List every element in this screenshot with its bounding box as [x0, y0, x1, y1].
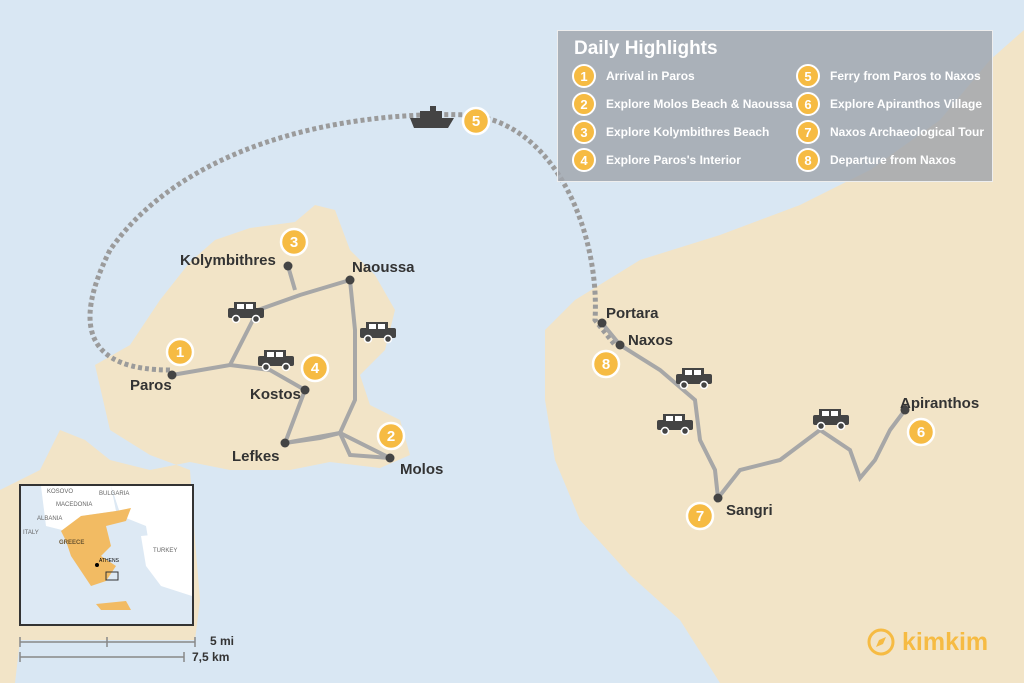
legend-item: 1 Arrival in Paros	[572, 64, 796, 88]
legend-item: 3 Explore Kolymbithres Beach	[572, 120, 796, 144]
place-dot-naxos	[615, 340, 625, 350]
day-marker-number: 1	[176, 344, 184, 361]
day-marker-7[interactable]	[685, 501, 715, 531]
place-dot-paros	[167, 370, 177, 380]
legend-label: Explore Paros's Interior	[606, 153, 741, 167]
place-label-portara: Portara	[606, 305, 659, 322]
daily-highlights-legend: Daily Highlights 1 Arrival in Paros 5 Ferr…	[557, 30, 993, 182]
place-dot-kostos	[300, 385, 310, 395]
place-label-paros: Paros	[130, 377, 172, 394]
place-label-molos: Molos	[400, 461, 443, 478]
legend-label: Explore Apiranthos Village	[830, 97, 983, 111]
legend-marker: 2	[572, 92, 596, 116]
day-marker-number: 5	[472, 113, 480, 130]
inset-label-kosovo: KOSOVO	[47, 489, 74, 495]
day-marker-number: 3	[290, 234, 298, 251]
place-label-lefkes: Lefkes	[232, 448, 280, 465]
legend-marker: 5	[796, 64, 820, 88]
legend-marker: 4	[572, 148, 596, 172]
legend-item: 2 Explore Molos Beach & Naoussa	[572, 92, 796, 116]
legend-marker: 8	[796, 148, 820, 172]
day-marker-3[interactable]	[279, 227, 309, 257]
legend-item: 7 Naxos Archaeological Tour	[796, 120, 996, 144]
jeep-icons	[228, 302, 849, 436]
legend-label: Naxos Archaeological Tour	[830, 125, 985, 139]
legend-item: 4 Explore Paros's Interior	[572, 148, 796, 172]
legend-label: Arrival in Paros	[606, 69, 695, 83]
scale-bar	[19, 637, 196, 662]
place-dot-lefkes	[280, 438, 290, 448]
place-dot-naoussa	[345, 275, 355, 285]
compass-icon	[867, 628, 895, 656]
inset-label-greece: GREECE	[59, 540, 85, 546]
legend-item: 6 Explore Apiranthos Village	[796, 92, 996, 116]
place-label-kolymbithres: Kolymbithres	[180, 252, 276, 269]
place-label-apiranthos: Apiranthos	[900, 395, 979, 412]
day-marker-5[interactable]	[461, 106, 491, 136]
jeep-icon	[657, 414, 693, 436]
jeep-icon	[360, 322, 396, 344]
naxos-island	[545, 30, 1024, 683]
inset-label-bulgaria: BULGARIA	[99, 491, 130, 497]
place-label-naxos: Naxos	[628, 332, 673, 349]
day-marker-6[interactable]	[906, 417, 936, 447]
legend-label: Explore Kolymbithres Beach	[606, 125, 770, 139]
legend-item: 5 Ferry from Paros to Naxos	[796, 64, 996, 88]
kimkim-logo[interactable]: kimkim	[866, 627, 988, 657]
day-marker-number: 7	[696, 508, 704, 525]
place-dot-portara	[597, 318, 607, 328]
jeep-icon	[676, 368, 712, 390]
inset-label-macedonia: MACEDONIA	[56, 502, 93, 508]
legend-marker: 3	[572, 120, 596, 144]
ferry-route	[87, 112, 617, 373]
inset-label-turkey: TURKEY	[153, 548, 178, 554]
day-marker-4[interactable]	[300, 353, 330, 383]
legend-marker: 6	[796, 92, 820, 116]
day-marker-8[interactable]	[591, 349, 621, 379]
legend-label: Ferry from Paros to Naxos	[830, 69, 981, 83]
place-dot-apiranthos	[900, 405, 910, 415]
scale-km: 7,5 km	[192, 650, 230, 664]
legend-item: 8 Departure from Naxos	[796, 148, 996, 172]
day-marker-1[interactable]	[165, 337, 195, 367]
day-marker-number: 2	[387, 428, 395, 445]
day-marker-number: 4	[311, 360, 320, 377]
day-marker-number: 6	[917, 424, 925, 441]
inset-label-italy: ITALY	[23, 530, 39, 536]
logo-text: kimkim	[902, 627, 989, 656]
greece-inset-map: KOSOVO BULGARIA MACEDONIA ALBANIA ITALY …	[19, 484, 194, 626]
place-dot-kolymbithres	[283, 261, 293, 271]
place-dot-sangri	[713, 493, 723, 503]
jeep-icon	[813, 409, 849, 431]
day-marker-number: 8	[602, 356, 610, 373]
inset-label-albania: ALBANIA	[37, 516, 63, 522]
place-label-naoussa: Naoussa	[352, 259, 415, 276]
legend-marker: 1	[572, 64, 596, 88]
day-marker-2[interactable]	[376, 421, 406, 451]
legend-marker: 7	[796, 120, 820, 144]
legend-label: Explore Molos Beach & Naoussa	[606, 97, 793, 111]
jeep-icon	[258, 350, 294, 372]
legend-label: Departure from Naxos	[830, 153, 957, 167]
scale-miles: 5 mi	[210, 634, 235, 648]
ferry-icon	[410, 106, 454, 128]
inset-label-athens: ATHENS	[99, 558, 119, 564]
place-label-kostos: Kostos	[250, 386, 301, 403]
jeep-icon	[228, 302, 264, 324]
legend-title: Daily Highlights	[574, 38, 718, 59]
place-label-sangri: Sangri	[726, 502, 773, 519]
place-dot-molos	[385, 453, 395, 463]
